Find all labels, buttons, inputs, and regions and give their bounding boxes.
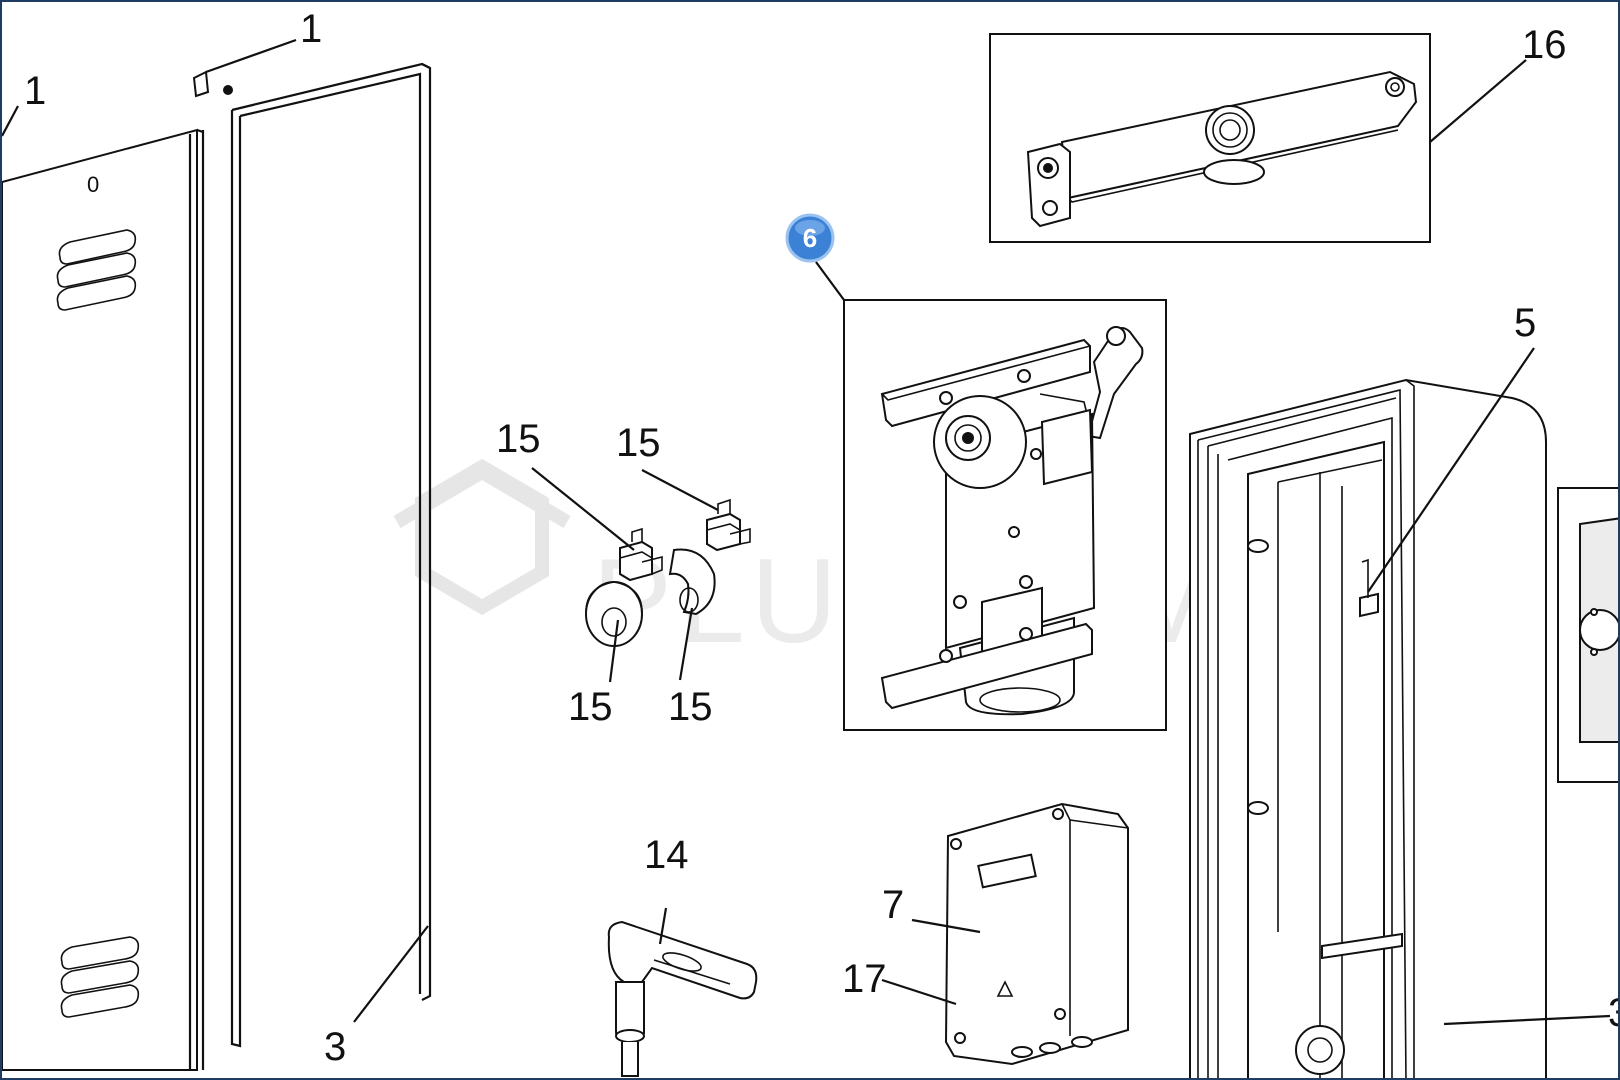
callout-badge-6[interactable]: 6 (785, 213, 835, 263)
callout-14: 14 (644, 833, 689, 877)
callout-17: 17 (842, 957, 887, 1001)
arm-detail-box (989, 33, 1431, 243)
leader-lines (2, 38, 1611, 1026)
motor-detail-box (843, 299, 1167, 731)
callout-3-right: 3 (1608, 991, 1620, 1035)
callout-16: 16 (1522, 23, 1567, 67)
mounting-plate-right (1557, 487, 1618, 783)
callout-1-left: 1 (24, 69, 46, 113)
housing-right (1189, 378, 1547, 1078)
clip-part (192, 70, 233, 98)
callout-15-b: 15 (616, 421, 661, 465)
handle-part (607, 920, 758, 1077)
callout-15-d: 15 (668, 685, 713, 729)
callout-5: 5 (1514, 301, 1536, 345)
door-panel-left: 0 (2, 128, 205, 1071)
clip-15-right (706, 498, 751, 552)
ring-15-right (668, 548, 716, 616)
callout-1-top: 1 (300, 7, 322, 51)
callout-7: 7 (882, 883, 904, 927)
callout-6-text: 6 (803, 223, 817, 253)
ring-15-left (585, 581, 643, 647)
gasket-frame (230, 62, 432, 1048)
callout-labels: 1 1 3 15 15 15 15 14 16 5 7 17 3 (24, 7, 1620, 1069)
callout-3-left: 3 (324, 1025, 346, 1069)
control-box (944, 802, 1129, 1066)
callout-15-a: 15 (496, 417, 541, 461)
door-hole: 0 (87, 172, 99, 197)
clip-15-left (619, 527, 663, 582)
callout-15-c: 15 (568, 685, 613, 729)
